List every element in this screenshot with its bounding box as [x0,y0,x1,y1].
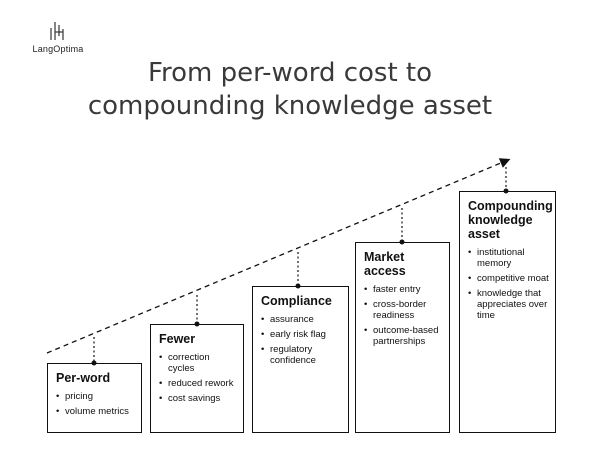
step-item: outcome-based partnerships [364,325,443,347]
logo-icon [50,22,64,40]
step-box-fewer: Fewer correction cycles reduced rework c… [150,324,244,433]
logo: LangOptima [26,20,90,54]
logo-name: LangOptima [32,44,84,54]
step-title: Compliance [261,294,332,308]
title-line-2: compounding knowledge asset [87,91,493,122]
connector-dot-4 [399,239,405,245]
step-title: Per-word [56,371,111,385]
step-item: knowledge that appreciates over time [468,288,549,321]
page-title: From per-word cost to compounding knowle… [60,57,520,123]
title-line-1: From per-word cost to [147,58,433,89]
step-item: cross-border readiness [364,299,443,321]
step-box-per-word: Per-word pricing volume metrics [47,363,142,433]
step-title: Compounding knowledge asset [468,199,553,241]
dashed-growth-arrow [46,158,511,354]
step-box-compounding-knowledge-asset: Compounding knowledge asset institutiona… [459,191,556,433]
step-title: Fewer [159,332,196,346]
connector-dot-3 [295,283,301,289]
step-item: institutional memory [468,247,549,269]
step-item: competitive moat [468,273,549,284]
step-box-market-access: Market access faster entry cross-border … [355,242,450,433]
step-item: early risk flag [261,329,342,340]
step-item: faster entry [364,284,443,295]
step-item: regulatory confidence [261,344,342,366]
connector-dot-2 [194,321,200,327]
connector-dot-1 [91,360,97,366]
step-item: cost savings [159,393,237,404]
step-box-compliance: Compliance assurance early risk flag reg… [252,286,349,433]
step-item: pricing [56,391,135,402]
step-item: correction cycles [159,352,237,374]
step-item: reduced rework [159,378,237,389]
connector-dot-5 [503,188,509,194]
step-title: Market access [364,250,406,278]
step-item: assurance [261,314,342,325]
step-item: volume metrics [56,406,135,417]
